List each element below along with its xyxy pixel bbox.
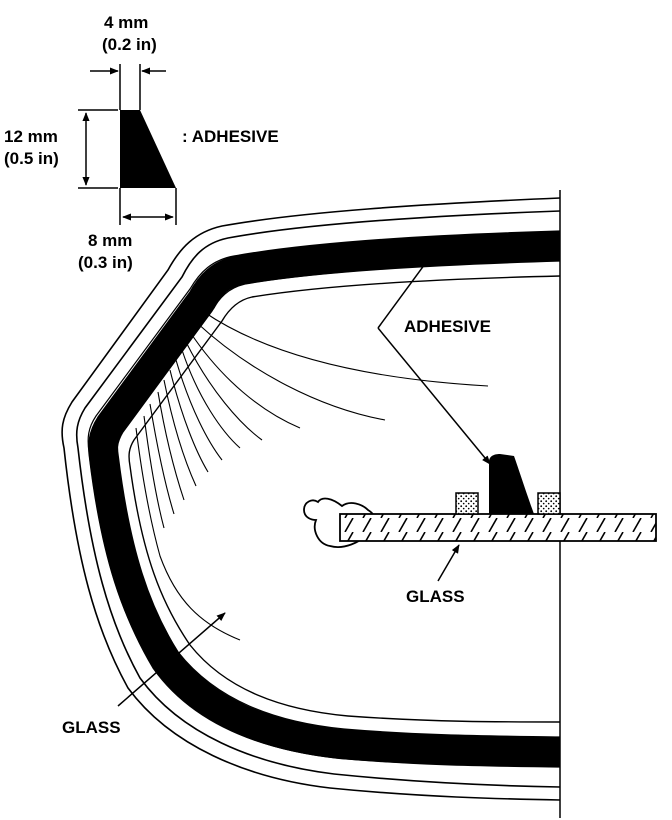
bead-legend-label: : ADHESIVE (182, 127, 279, 146)
glass-edge (128, 275, 561, 723)
top-width-imperial: (0.2 in) (102, 35, 157, 54)
windshield-corner (61, 190, 561, 818)
glass-section-label: GLASS (406, 587, 465, 606)
adhesive-band-edge-outer (87, 230, 561, 768)
height-imperial: (0.5 in) (4, 149, 59, 168)
glass-clip-outline (303, 497, 377, 548)
spacer-left (455, 492, 479, 515)
bottom-width-dimension (119, 188, 177, 225)
bead-spec: 4 mm (0.2 in) 12 mm (0.5 in) : ADHESIVE (4, 13, 279, 272)
glass-main-label: GLASS (62, 718, 121, 737)
bottom-width-imperial: (0.3 in) (78, 253, 133, 272)
top-width-dimension (90, 64, 166, 110)
adhesive-leader-lower (377, 327, 491, 465)
glass-section-body (339, 513, 657, 542)
glass-section-leader (437, 544, 460, 582)
glass-reflection-lines (135, 311, 489, 641)
adhesive-band-edge-inner (116, 260, 561, 738)
adhesive-bead-profile (120, 110, 176, 188)
callouts: ADHESIVE GLASS GLASS (62, 252, 491, 737)
urethane-bead (96, 239, 561, 759)
adhesive-leader-upper (377, 252, 434, 329)
spacer-right (537, 492, 561, 515)
glass-main-leader (117, 612, 226, 707)
height-metric: 12 mm (4, 127, 58, 146)
body-frame-outer (61, 197, 561, 801)
bottom-width-metric: 8 mm (88, 231, 132, 250)
adhesive-section-bead (489, 454, 534, 514)
height-dimension (78, 109, 118, 189)
glass-cross-section (303, 454, 657, 548)
top-width-metric: 4 mm (104, 13, 148, 32)
adhesive-callout-label: ADHESIVE (404, 317, 491, 336)
body-frame-inner (75, 210, 561, 788)
